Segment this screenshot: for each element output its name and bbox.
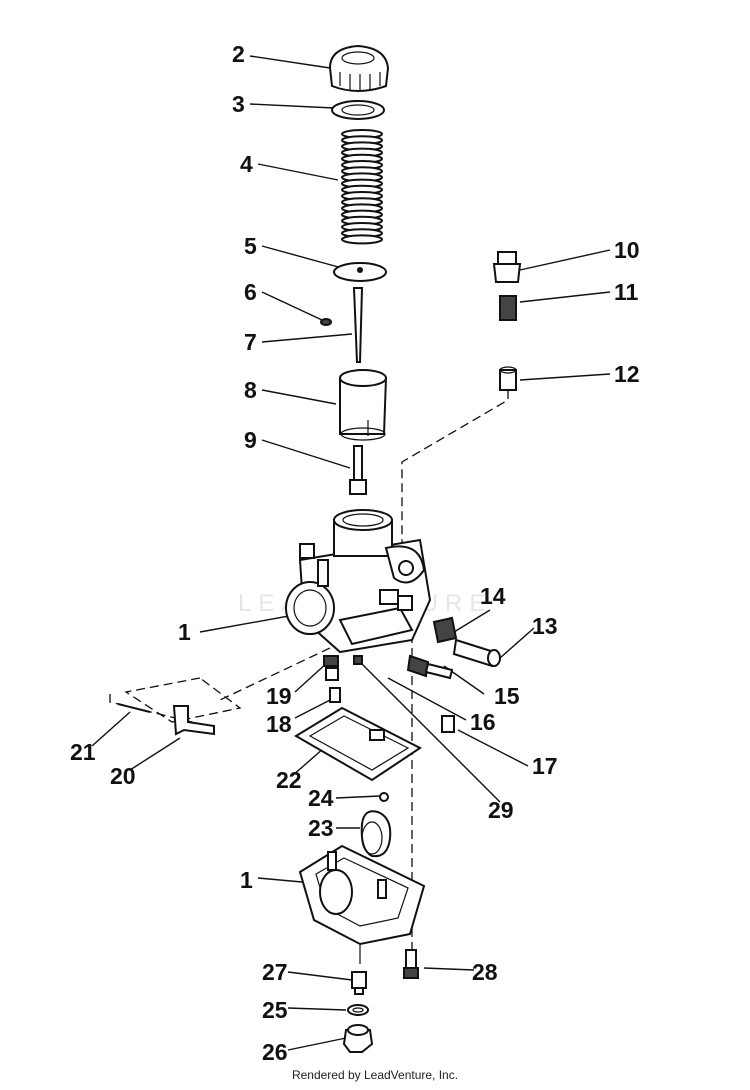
callout-1-upper: 1: [178, 619, 191, 645]
callout-9: 9: [244, 427, 257, 453]
callout-1-lower: 1: [240, 867, 253, 893]
callout-12: 12: [614, 361, 640, 387]
cap-nut: [499, 366, 517, 391]
throttle-slide: [339, 369, 388, 441]
callout-labels: 2 3 4 5 6 7 8 9 10 11 12 1 14 13 19 18 1…: [70, 41, 640, 1065]
needle-valve: [379, 792, 389, 802]
callout-6: 6: [244, 279, 257, 305]
bottom-plug: [342, 1024, 374, 1053]
slide-screw: [349, 445, 367, 495]
callout-19: 19: [266, 683, 292, 709]
callout-2: 2: [232, 41, 245, 67]
leader-lines: [91, 55, 611, 1051]
footer-credit: Rendered by LeadVenture, Inc.: [291, 1068, 459, 1082]
callout-10: 10: [614, 237, 640, 263]
carburetor-body: [285, 509, 432, 654]
clip: [320, 318, 332, 326]
washer: [347, 1004, 369, 1016]
callout-20: 20: [110, 763, 136, 789]
callout-29: 29: [488, 797, 514, 823]
callout-16: 16: [470, 709, 496, 735]
spring-coil: [341, 234, 383, 245]
callout-14: 14: [480, 583, 506, 609]
assembly-lines: [109, 390, 509, 970]
adjust-screw: [452, 638, 501, 668]
spring: [341, 129, 383, 245]
callout-22: 22: [276, 767, 302, 793]
callout-7: 7: [244, 329, 257, 355]
retainer-plate: [333, 262, 387, 282]
plug-29: [353, 655, 363, 665]
callout-11: 11: [614, 279, 639, 305]
pilot-jet: [441, 715, 455, 733]
drain-plug: [351, 971, 367, 995]
float: [360, 810, 392, 858]
callout-25: 25: [262, 997, 288, 1023]
gasket-ring: [331, 100, 385, 120]
float-pin: [117, 703, 151, 713]
callout-27: 27: [262, 959, 288, 985]
callout-28: 28: [472, 959, 498, 985]
bowl-gasket: [294, 706, 422, 782]
callout-21: 21: [70, 739, 96, 765]
jet-needle: [352, 287, 364, 363]
bowl-screw: [403, 949, 419, 979]
callout-18: 18: [266, 711, 292, 737]
callout-8: 8: [244, 377, 257, 403]
cap: [328, 44, 390, 92]
callout-24: 24: [308, 785, 334, 811]
callout-4: 4: [240, 151, 253, 177]
callout-5: 5: [244, 233, 257, 259]
callout-23: 23: [308, 815, 334, 841]
float-bowl: [298, 844, 426, 964]
pilot-screw: [406, 654, 454, 680]
float-arm: [172, 705, 215, 736]
callout-13: 13: [532, 613, 558, 639]
callout-3: 3: [232, 91, 245, 117]
small-spring: [499, 295, 517, 321]
callout-17: 17: [532, 753, 558, 779]
callout-15: 15: [494, 683, 520, 709]
main-jet: [323, 655, 341, 703]
adjust-screw-spring: [432, 616, 458, 644]
cable-fitting: [492, 251, 522, 283]
callout-26: 26: [262, 1039, 288, 1065]
